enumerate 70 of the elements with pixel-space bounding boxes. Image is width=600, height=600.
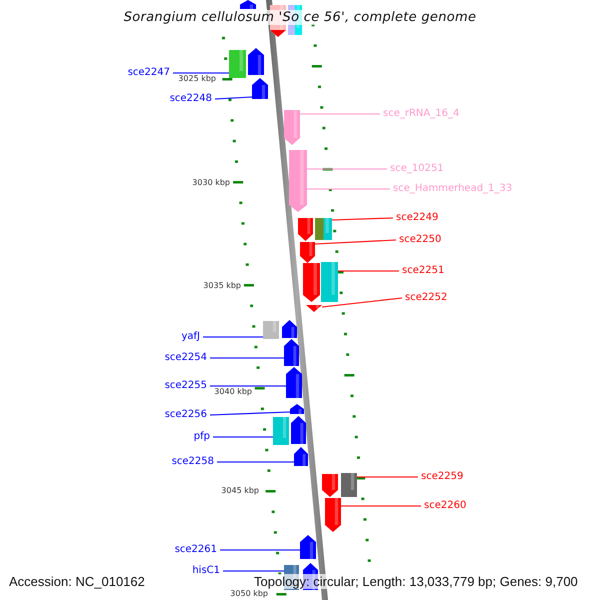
gene-label: sce2250 <box>399 233 442 246</box>
leader-line <box>307 188 390 190</box>
gene-feature <box>252 78 268 99</box>
leader-line <box>322 297 402 308</box>
leader-line <box>214 96 252 100</box>
gene-feature <box>300 242 315 263</box>
gene-block <box>273 417 289 445</box>
leader-line <box>341 505 421 507</box>
gene-block <box>315 218 332 240</box>
gene-label: sce_10251 <box>390 162 444 175</box>
leader-line <box>338 270 399 272</box>
genome-summary-text: Topology: circular; Length: 13,033,779 bp; Genes: 9,700 <box>254 574 578 589</box>
gene-feature <box>298 218 313 241</box>
gene-feature <box>286 367 302 398</box>
gene-label: hisC1 <box>192 564 220 577</box>
leader-line <box>210 411 290 416</box>
gene-feature <box>325 498 341 532</box>
gene-feature <box>294 447 308 466</box>
gene-feature <box>322 474 338 497</box>
scale-label: 3040 kbp <box>214 387 252 397</box>
leader-line <box>307 168 387 170</box>
leader-line <box>220 549 300 551</box>
map-title: Sorangium cellulosum 'So ce 56', complete genome <box>124 10 476 25</box>
gene-label: sce2259 <box>421 470 464 483</box>
leader-line <box>217 461 294 463</box>
leader-line <box>210 385 286 387</box>
gene-feature <box>291 416 306 444</box>
leader-line <box>300 113 380 115</box>
gene-label: sce2260 <box>424 499 466 512</box>
leader-line <box>357 476 418 478</box>
gene-feature <box>290 404 304 414</box>
gene-block <box>229 50 246 78</box>
leader-line <box>314 239 396 245</box>
accession-text: Accession: NC_010162 <box>9 574 145 589</box>
gene-label: sce2248 <box>170 92 212 105</box>
scale-label: 3030 kbp <box>192 178 230 188</box>
scale-label: 3025 kbp <box>178 74 216 84</box>
gene-label: sce_Hammerhead_1_33 <box>393 182 512 195</box>
gene-feature <box>248 48 264 75</box>
gene-label: sce_rRNA_16_4 <box>383 107 460 120</box>
gene-label: sce2252 <box>405 291 448 304</box>
leader-line <box>332 217 394 221</box>
gene-feature <box>284 110 300 145</box>
gene-label: sce2255 <box>164 379 207 392</box>
gene-feature <box>282 320 297 338</box>
gene-feature <box>240 0 256 9</box>
gene-label: sce2254 <box>164 351 207 364</box>
gene-block <box>263 321 279 339</box>
gene-label: sce2258 <box>172 455 214 468</box>
scale-label: 3050 kbp <box>230 589 268 599</box>
gene-label: sce2251 <box>402 264 444 277</box>
gene-feature <box>289 150 307 212</box>
gene-label: sce2261 <box>174 543 217 556</box>
leader-line <box>210 357 284 359</box>
leader-line <box>173 72 229 74</box>
gene-label: pfp <box>194 430 210 443</box>
scale-label: 3045 kbp <box>221 486 259 496</box>
gene-feature <box>306 305 322 312</box>
gene-feature <box>300 535 316 559</box>
gene-label: sce2256 <box>164 408 207 421</box>
gene-feature <box>284 339 299 366</box>
gene-block <box>341 473 357 497</box>
gene-label: sce2249 <box>396 211 438 224</box>
leader-line <box>213 436 273 438</box>
gene-block <box>321 262 338 302</box>
gene-label: sce2247 <box>128 66 170 79</box>
scale-label: 3035 kbp <box>203 281 241 291</box>
gene-label: yafJ <box>181 330 200 343</box>
leader-line <box>223 570 284 572</box>
leader-line <box>203 336 263 338</box>
